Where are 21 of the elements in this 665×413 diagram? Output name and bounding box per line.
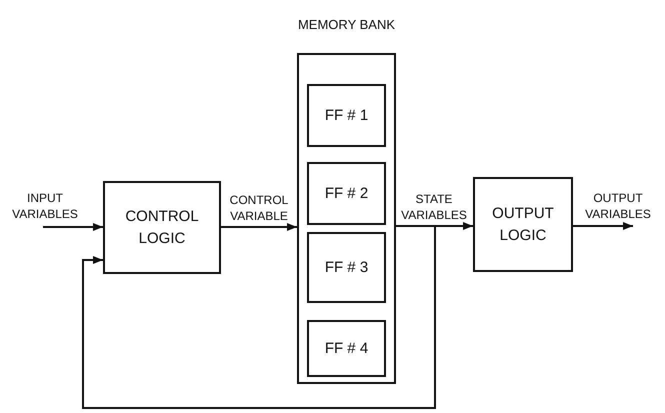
block-label: OUTPUT LOGIC	[491, 204, 555, 246]
flip-flop-box	[307, 84, 386, 147]
block-label: FF # 4	[324, 338, 370, 359]
arrow	[221, 223, 297, 231]
block-label: CONTROL LOGIC	[124, 206, 200, 248]
edge-label: CONTROL VARIABLE	[228, 192, 290, 224]
arrow	[82, 225, 436, 409]
block-label: FF # 1	[324, 106, 370, 126]
edge-label: OUTPUT VARIABLES	[584, 190, 652, 222]
arrow	[43, 223, 103, 231]
block-label: FF # 3	[324, 258, 370, 278]
arrow	[573, 222, 633, 230]
flip-flop-box	[307, 162, 386, 225]
edge-label: INPUT VARIABLES	[11, 190, 79, 222]
logic-block	[473, 177, 573, 272]
logic-block	[103, 181, 221, 274]
flip-flop-box	[307, 232, 386, 303]
block-label: FF # 2	[324, 184, 370, 204]
block-title: MEMORY BANK	[296, 17, 396, 32]
edge-label: STATE VARIABLES	[400, 191, 468, 224]
flip-flop-box	[307, 320, 386, 377]
